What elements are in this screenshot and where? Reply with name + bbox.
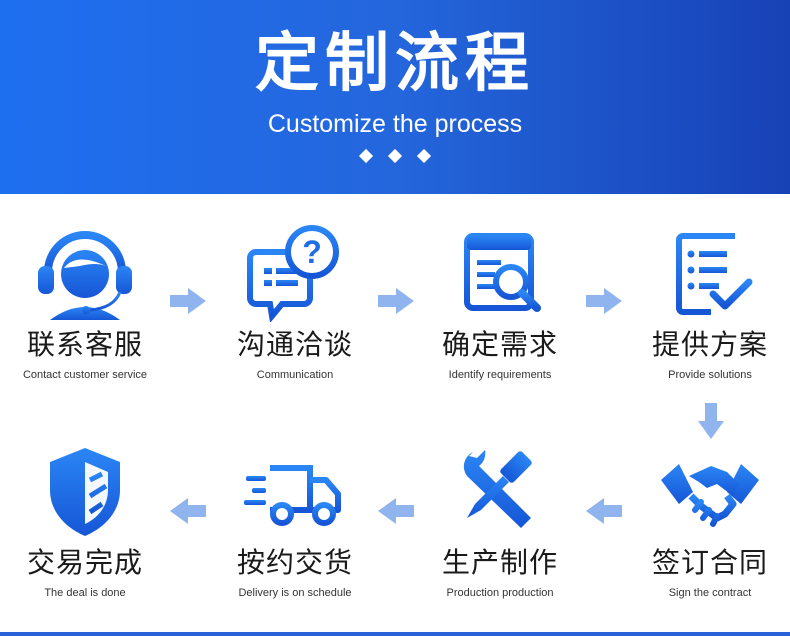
- bottom-divider: [0, 632, 790, 636]
- arrow-right-icon: [378, 288, 414, 314]
- page-title: 定制流程: [255, 27, 535, 101]
- step-title: 生产制作: [441, 546, 558, 579]
- shield-icon: [50, 448, 120, 536]
- arrow-left-icon: [378, 498, 414, 524]
- step-title: 沟通洽谈: [236, 328, 353, 361]
- step-identify-requirements: 确定需求 Identify requirements: [415, 222, 585, 381]
- step-delivery: 按约交货 Delivery is on schedule: [210, 440, 380, 599]
- document-search-icon: [464, 233, 541, 312]
- step-title: 签订合同: [651, 546, 768, 579]
- page-subtitle: Customize the process: [267, 110, 523, 138]
- step-production: 生产制作 Production production: [415, 440, 585, 599]
- step-title: 交易完成: [26, 546, 143, 579]
- arrow-right-icon: [170, 288, 206, 314]
- headset-agent-icon: [38, 231, 132, 320]
- svg-text:?: ?: [302, 234, 322, 270]
- arrow-left-icon: [586, 498, 622, 524]
- checklist-icon: [676, 233, 753, 315]
- step-subtitle: Delivery is on schedule: [238, 587, 352, 599]
- diamond-icon: [358, 148, 373, 164]
- step-sign-contract: 签订合同 Sign the contract: [625, 440, 790, 599]
- diamond-icon: [387, 148, 403, 164]
- step-subtitle: Sign the contract: [668, 587, 752, 599]
- step-subtitle: Identify requirements: [448, 369, 552, 381]
- header-banner: 定制流程 Customize the process: [0, 0, 790, 194]
- step-title: 联系客服: [26, 328, 143, 361]
- step-subtitle: Contact customer service: [22, 369, 148, 381]
- chat-question-icon: ?: [247, 225, 339, 322]
- step-provide-solutions: 提供方案 Provide solutions: [625, 222, 790, 381]
- step-title: 确定需求: [441, 328, 558, 361]
- step-title: 按约交货: [236, 546, 353, 579]
- step-subtitle: Communication: [256, 369, 334, 381]
- arrow-down-icon: [698, 403, 724, 439]
- handshake-icon: [661, 464, 759, 527]
- step-deal-done: 交易完成 The deal is done: [0, 440, 170, 599]
- step-title: 提供方案: [651, 328, 768, 361]
- decorative-dots: [0, 146, 790, 165]
- delivery-truck-icon: [244, 465, 341, 526]
- step-subtitle: The deal is done: [44, 587, 126, 599]
- wrench-screwdriver-icon: [463, 450, 532, 528]
- step-communication: ? 沟通洽谈 Communication: [210, 222, 380, 381]
- step-contact-service: 联系客服 Contact customer service: [0, 222, 170, 381]
- step-subtitle: Provide solutions: [668, 369, 752, 381]
- step-subtitle: Production production: [446, 587, 554, 599]
- diamond-icon: [417, 148, 432, 164]
- arrow-right-icon: [586, 288, 622, 314]
- arrow-left-icon: [170, 498, 206, 524]
